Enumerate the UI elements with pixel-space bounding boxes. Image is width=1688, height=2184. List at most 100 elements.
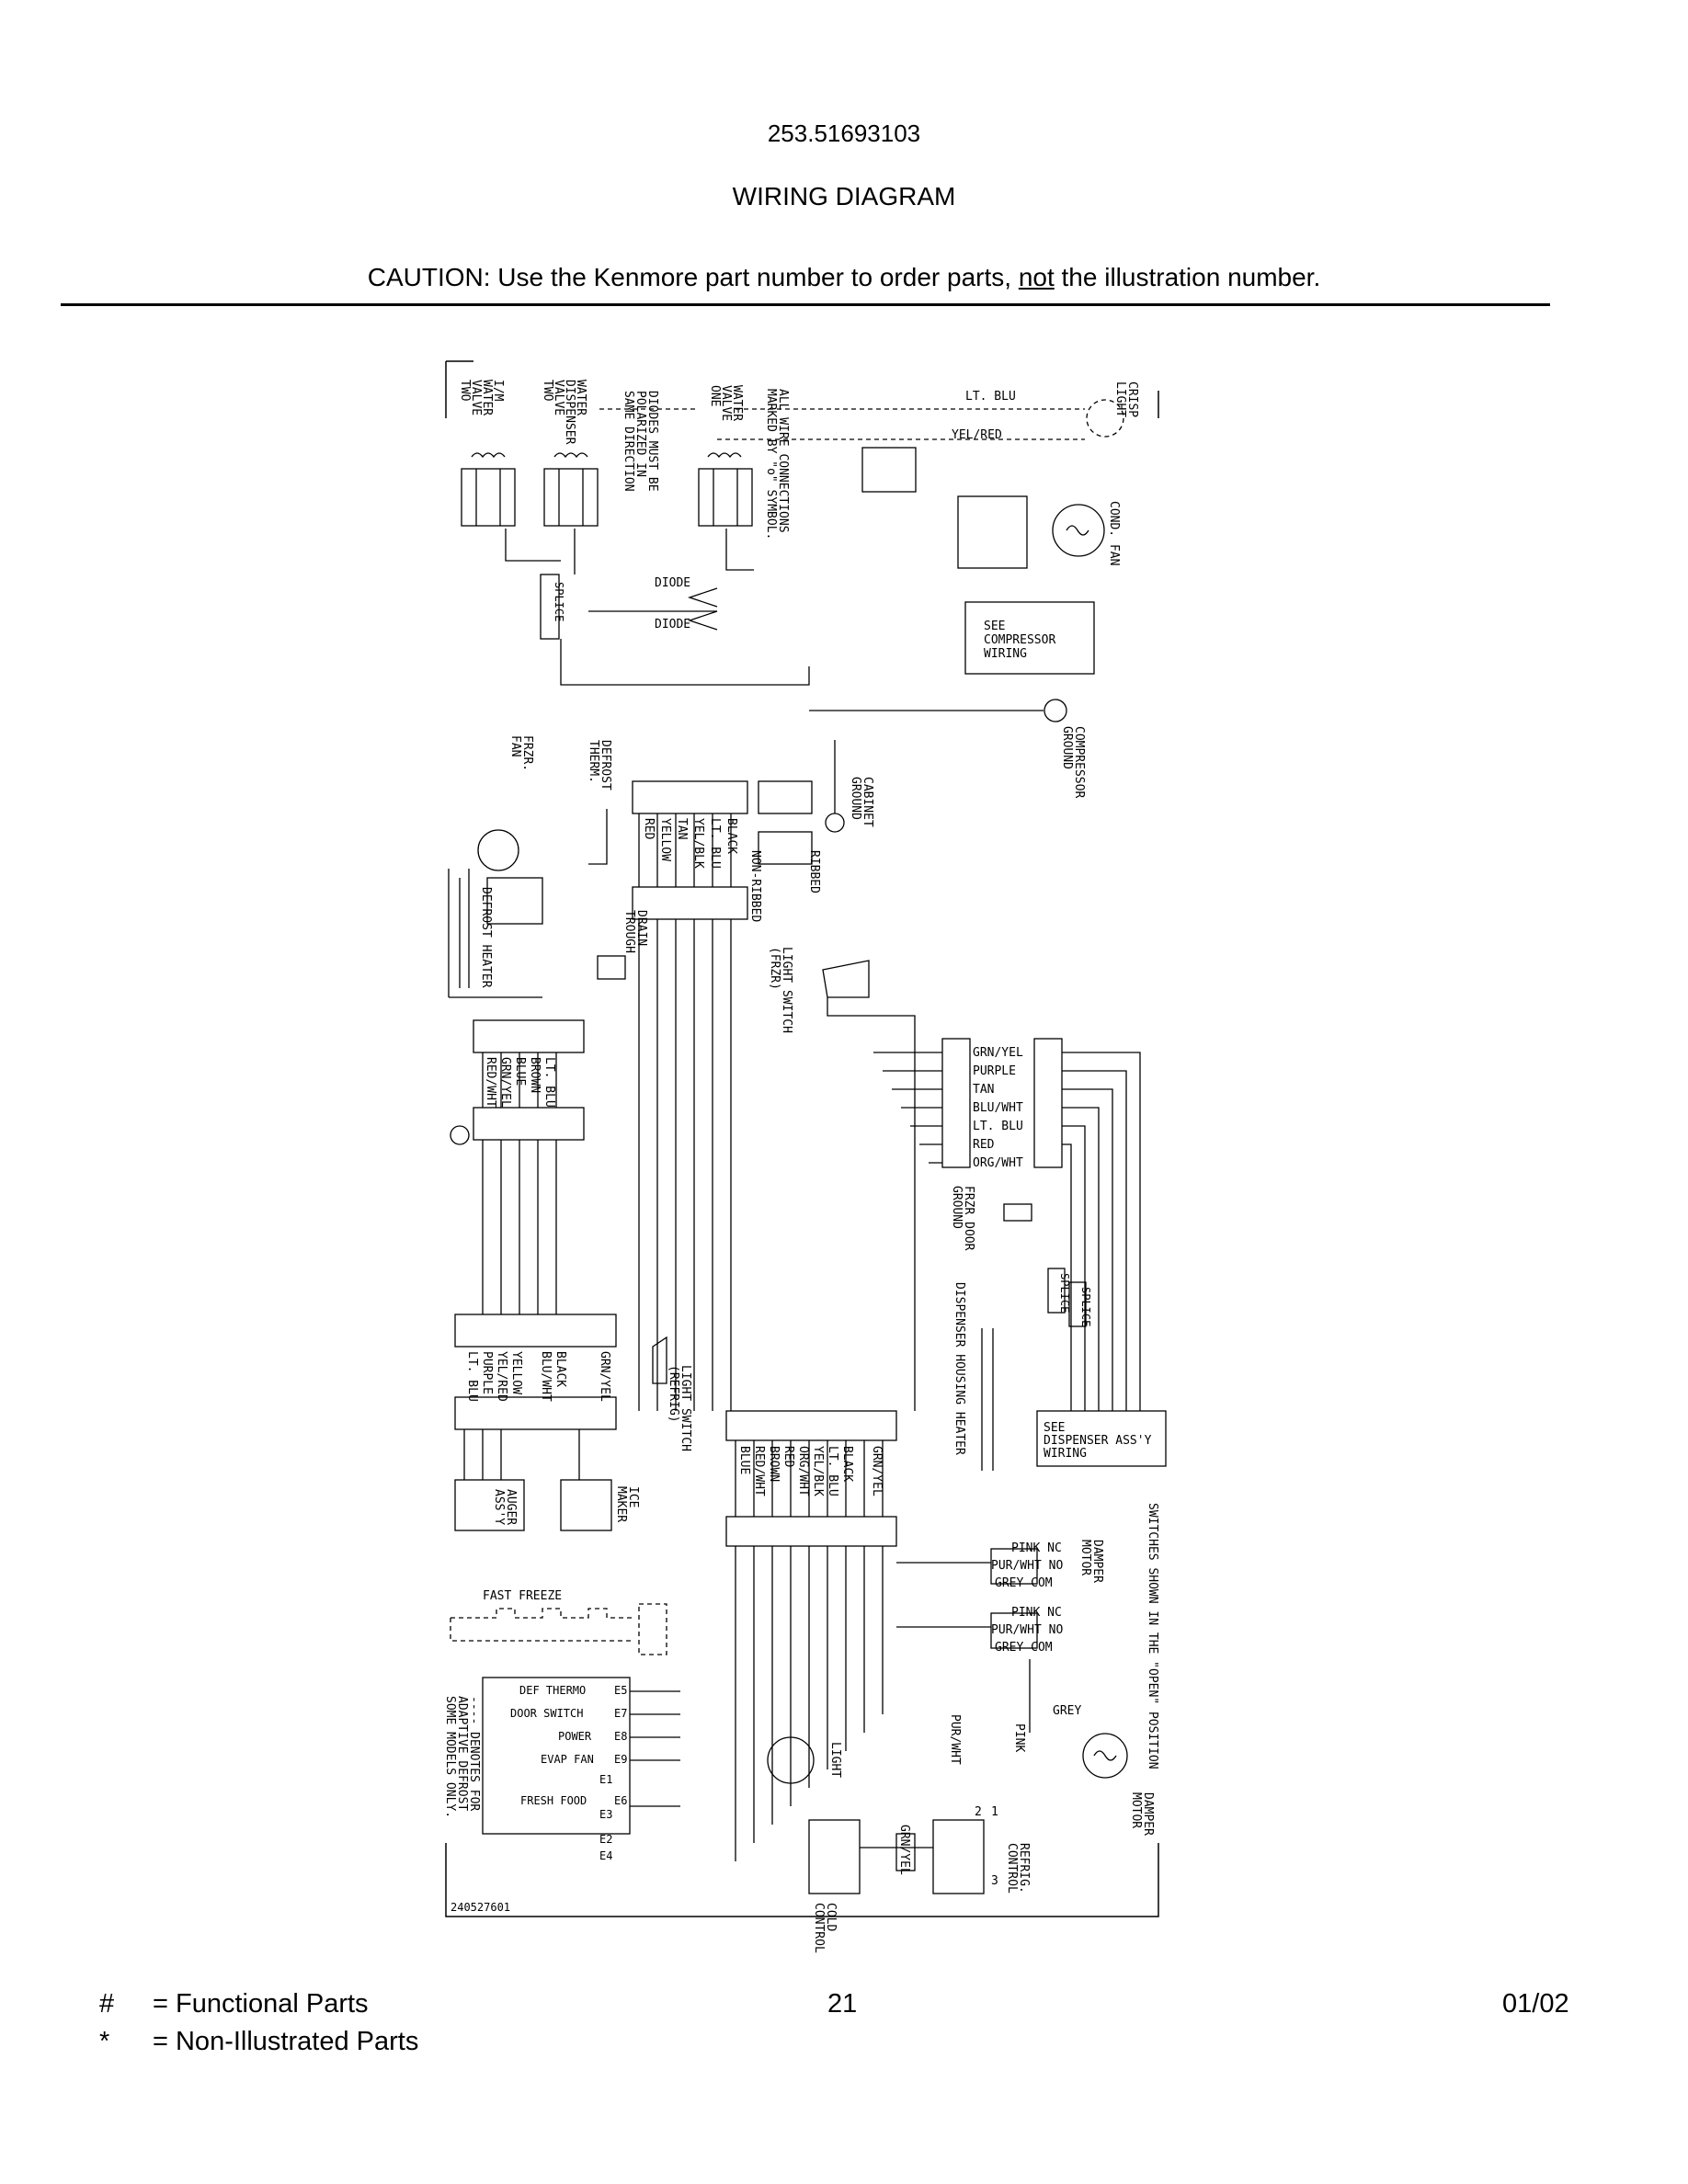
harness-4-colors: LT. BLU PURPLE YEL/RED YELLOW BLU/WHT BL…: [465, 1351, 611, 1402]
drawing-number: 240527601: [451, 1901, 510, 1914]
label-splice-1: SPLICE: [553, 582, 565, 621]
svg-text:GROUND: GROUND: [1060, 726, 1074, 769]
label-wire-connections-note: ALL WIRE CONNECTIONS: [776, 389, 790, 533]
page-number: 21: [827, 1989, 858, 2019]
label-damper-motor-switch: DAMPER: [1090, 1540, 1104, 1583]
svg-text:BLU/WHT: BLU/WHT: [539, 1351, 553, 1402]
label-pur-wht: PUR/WHT: [948, 1714, 962, 1765]
svg-text:SOME MODELS ONLY.: SOME MODELS ONLY.: [443, 1696, 457, 1818]
label-grey: GREY: [1053, 1704, 1081, 1718]
harness-3-connectors: [873, 1038, 1167, 1467]
harness-3-colors: GRN/YEL PURPLE TAN BLU/WHT LT. BLU RED O…: [973, 1046, 1023, 1170]
page-title: WIRING DIAGRAM: [732, 182, 956, 210]
controls: [808, 1819, 985, 1894]
svg-text:MOTOR: MOTOR: [1078, 1540, 1092, 1575]
label-auger-assy: AUGER: [504, 1489, 518, 1525]
svg-text:DEF THERMO: DEF THERMO: [519, 1684, 586, 1697]
label-defrost-heater: DEFROST HEATER: [479, 887, 493, 988]
svg-text:BROWN: BROWN: [767, 1446, 781, 1482]
svg-text:E3: E3: [599, 1808, 612, 1821]
svg-text:VALVE: VALVE: [552, 380, 565, 415]
svg-text:BROWN: BROWN: [528, 1057, 542, 1093]
label-water-dispenser-valve: WATER: [574, 380, 587, 415]
svg-text:SAME DIRECTION: SAME DIRECTION: [622, 391, 635, 492]
svg-text:THERM.: THERM.: [587, 740, 600, 783]
control-terminal-labels: DEF THERMO DOOR SWITCH POWER EVAP FAN E1…: [510, 1684, 612, 1862]
label-crisp-light: CRISP: [1125, 381, 1139, 417]
light-switch-refrig: [652, 1336, 667, 1384]
label-damper-motor: DAMPER: [1141, 1792, 1155, 1836]
svg-text:VALVE: VALVE: [469, 380, 483, 415]
label-fast-freeze: FAST FREEZE: [483, 1589, 562, 1603]
label-cond-fan: COND. FAN: [1107, 501, 1121, 565]
label-diode-2: DIODE: [655, 618, 690, 631]
svg-text:LT. BLU: LT. BLU: [542, 1057, 556, 1108]
label-dispenser-housing-heater: DISPENSER HOUSING HEATER: [952, 1282, 966, 1455]
svg-text:POWER: POWER: [558, 1730, 592, 1743]
svg-text:YEL/BLK: YEL/BLK: [691, 818, 705, 869]
harness-4-connectors: [454, 1314, 617, 1531]
valve-labels: I/M WATER VALVE TWO WATER DISPENSER VALV…: [458, 380, 1139, 565]
caution-emphasis: not: [1018, 263, 1055, 291]
damper-switch-1-labels: PINK NC PUR/WHT NO GREY COM: [991, 1541, 1063, 1590]
harness-2-colors: RED/WHT GRN/YEL BLUE BROWN LT. BLU: [484, 1057, 556, 1108]
svg-text:DISPENSER: DISPENSER: [563, 380, 576, 445]
svg-text:PURPLE: PURPLE: [480, 1351, 494, 1394]
svg-text:PUR/WHT NO: PUR/WHT NO: [991, 1623, 1063, 1637]
label-adaptive-note: ---- DENOTES FOR: [467, 1696, 481, 1811]
svg-text:MARKED BY "o" SYMBOL.: MARKED BY "o" SYMBOL.: [764, 389, 778, 540]
label-non-ribbed: NON-RIBBED: [748, 850, 762, 922]
label-see-dispenser: SEE: [1044, 1421, 1065, 1435]
svg-text:VALVE: VALVE: [719, 385, 733, 421]
svg-text:ORG/WHT: ORG/WHT: [796, 1446, 810, 1496]
svg-text:BLACK: BLACK: [553, 1351, 567, 1387]
label-frzr-fan: FRZR.: [520, 735, 534, 771]
diodes-splice: [505, 529, 810, 686]
svg-text:ASS'Y: ASS'Y: [492, 1489, 506, 1525]
label-im-water-valve: I/M: [491, 380, 505, 402]
svg-text:E9: E9: [614, 1753, 627, 1766]
svg-text:GRN/YEL: GRN/YEL: [973, 1046, 1023, 1060]
caution-note: CAUTION: Use the Kenmore part number to …: [0, 263, 1688, 292]
label-defrost-therm: DEFROST: [599, 740, 612, 791]
svg-text:BLACK: BLACK: [840, 1446, 854, 1482]
svg-text:MAKER: MAKER: [614, 1486, 628, 1522]
caution-suffix: the illustration number.: [1054, 263, 1321, 291]
svg-text:GRN/YEL: GRN/YEL: [498, 1057, 512, 1108]
label-refrig-control: REFRIG.: [1017, 1843, 1031, 1894]
svg-text:E5: E5: [614, 1684, 627, 1697]
label-light-switch-frzr: LIGHT SWITCH: [780, 947, 793, 1033]
svg-text:TAN: TAN: [675, 818, 689, 839]
label-water-valve-one: WATER: [730, 385, 744, 421]
terminal-number-1: 1: [991, 1805, 998, 1819]
svg-text:LT. BLU: LT. BLU: [708, 818, 722, 869]
legend-functional-symbol: #: [99, 1989, 115, 2019]
svg-text:GROUND: GROUND: [950, 1186, 964, 1229]
damper-switch-2-labels: PINK NC PUR/WHT NO GREY COM: [991, 1606, 1063, 1655]
label-switches-note: SWITCHES SHOWN IN THE "OPEN" POSITION: [1146, 1503, 1159, 1769]
label-diodes-note: DIODES MUST BE: [645, 391, 659, 492]
legend-functional: #= Functional Parts: [99, 1989, 369, 2019]
water-valves: [461, 452, 753, 527]
refrig-light: [767, 1736, 815, 1784]
label-light-switch-refrig: LIGHT SWITCH: [679, 1365, 692, 1451]
terminal-tags: E5 E7 E8 E9 E6: [614, 1684, 627, 1807]
fast-freeze-switch: [450, 1603, 667, 1655]
damper-switches: [896, 1548, 1038, 1733]
svg-text:YELLOW: YELLOW: [509, 1351, 523, 1394]
svg-text:BLUE: BLUE: [737, 1446, 751, 1474]
legend-nonillustrated: *= Non-Illustrated Parts: [99, 2027, 418, 2057]
header-rule: [61, 303, 1550, 306]
svg-text:PURPLE: PURPLE: [973, 1064, 1016, 1078]
svg-text:RED: RED: [642, 818, 656, 840]
svg-text:E4: E4: [599, 1849, 612, 1862]
svg-text:(REFRIG): (REFRIG): [667, 1365, 680, 1423]
terminal-number-2: 2: [975, 1805, 982, 1819]
frame-marks: [445, 360, 1159, 1917]
svg-text:ORG/WHT: ORG/WHT: [973, 1156, 1023, 1170]
svg-text:LT. BLU: LT. BLU: [465, 1351, 479, 1402]
svg-text:ADAPTIVE DEFROST: ADAPTIVE DEFROST: [455, 1696, 469, 1811]
svg-text:GRN/YEL: GRN/YEL: [870, 1446, 884, 1496]
frzr-fan-defrost: [448, 809, 626, 1053]
svg-text:BLACK: BLACK: [724, 818, 738, 854]
